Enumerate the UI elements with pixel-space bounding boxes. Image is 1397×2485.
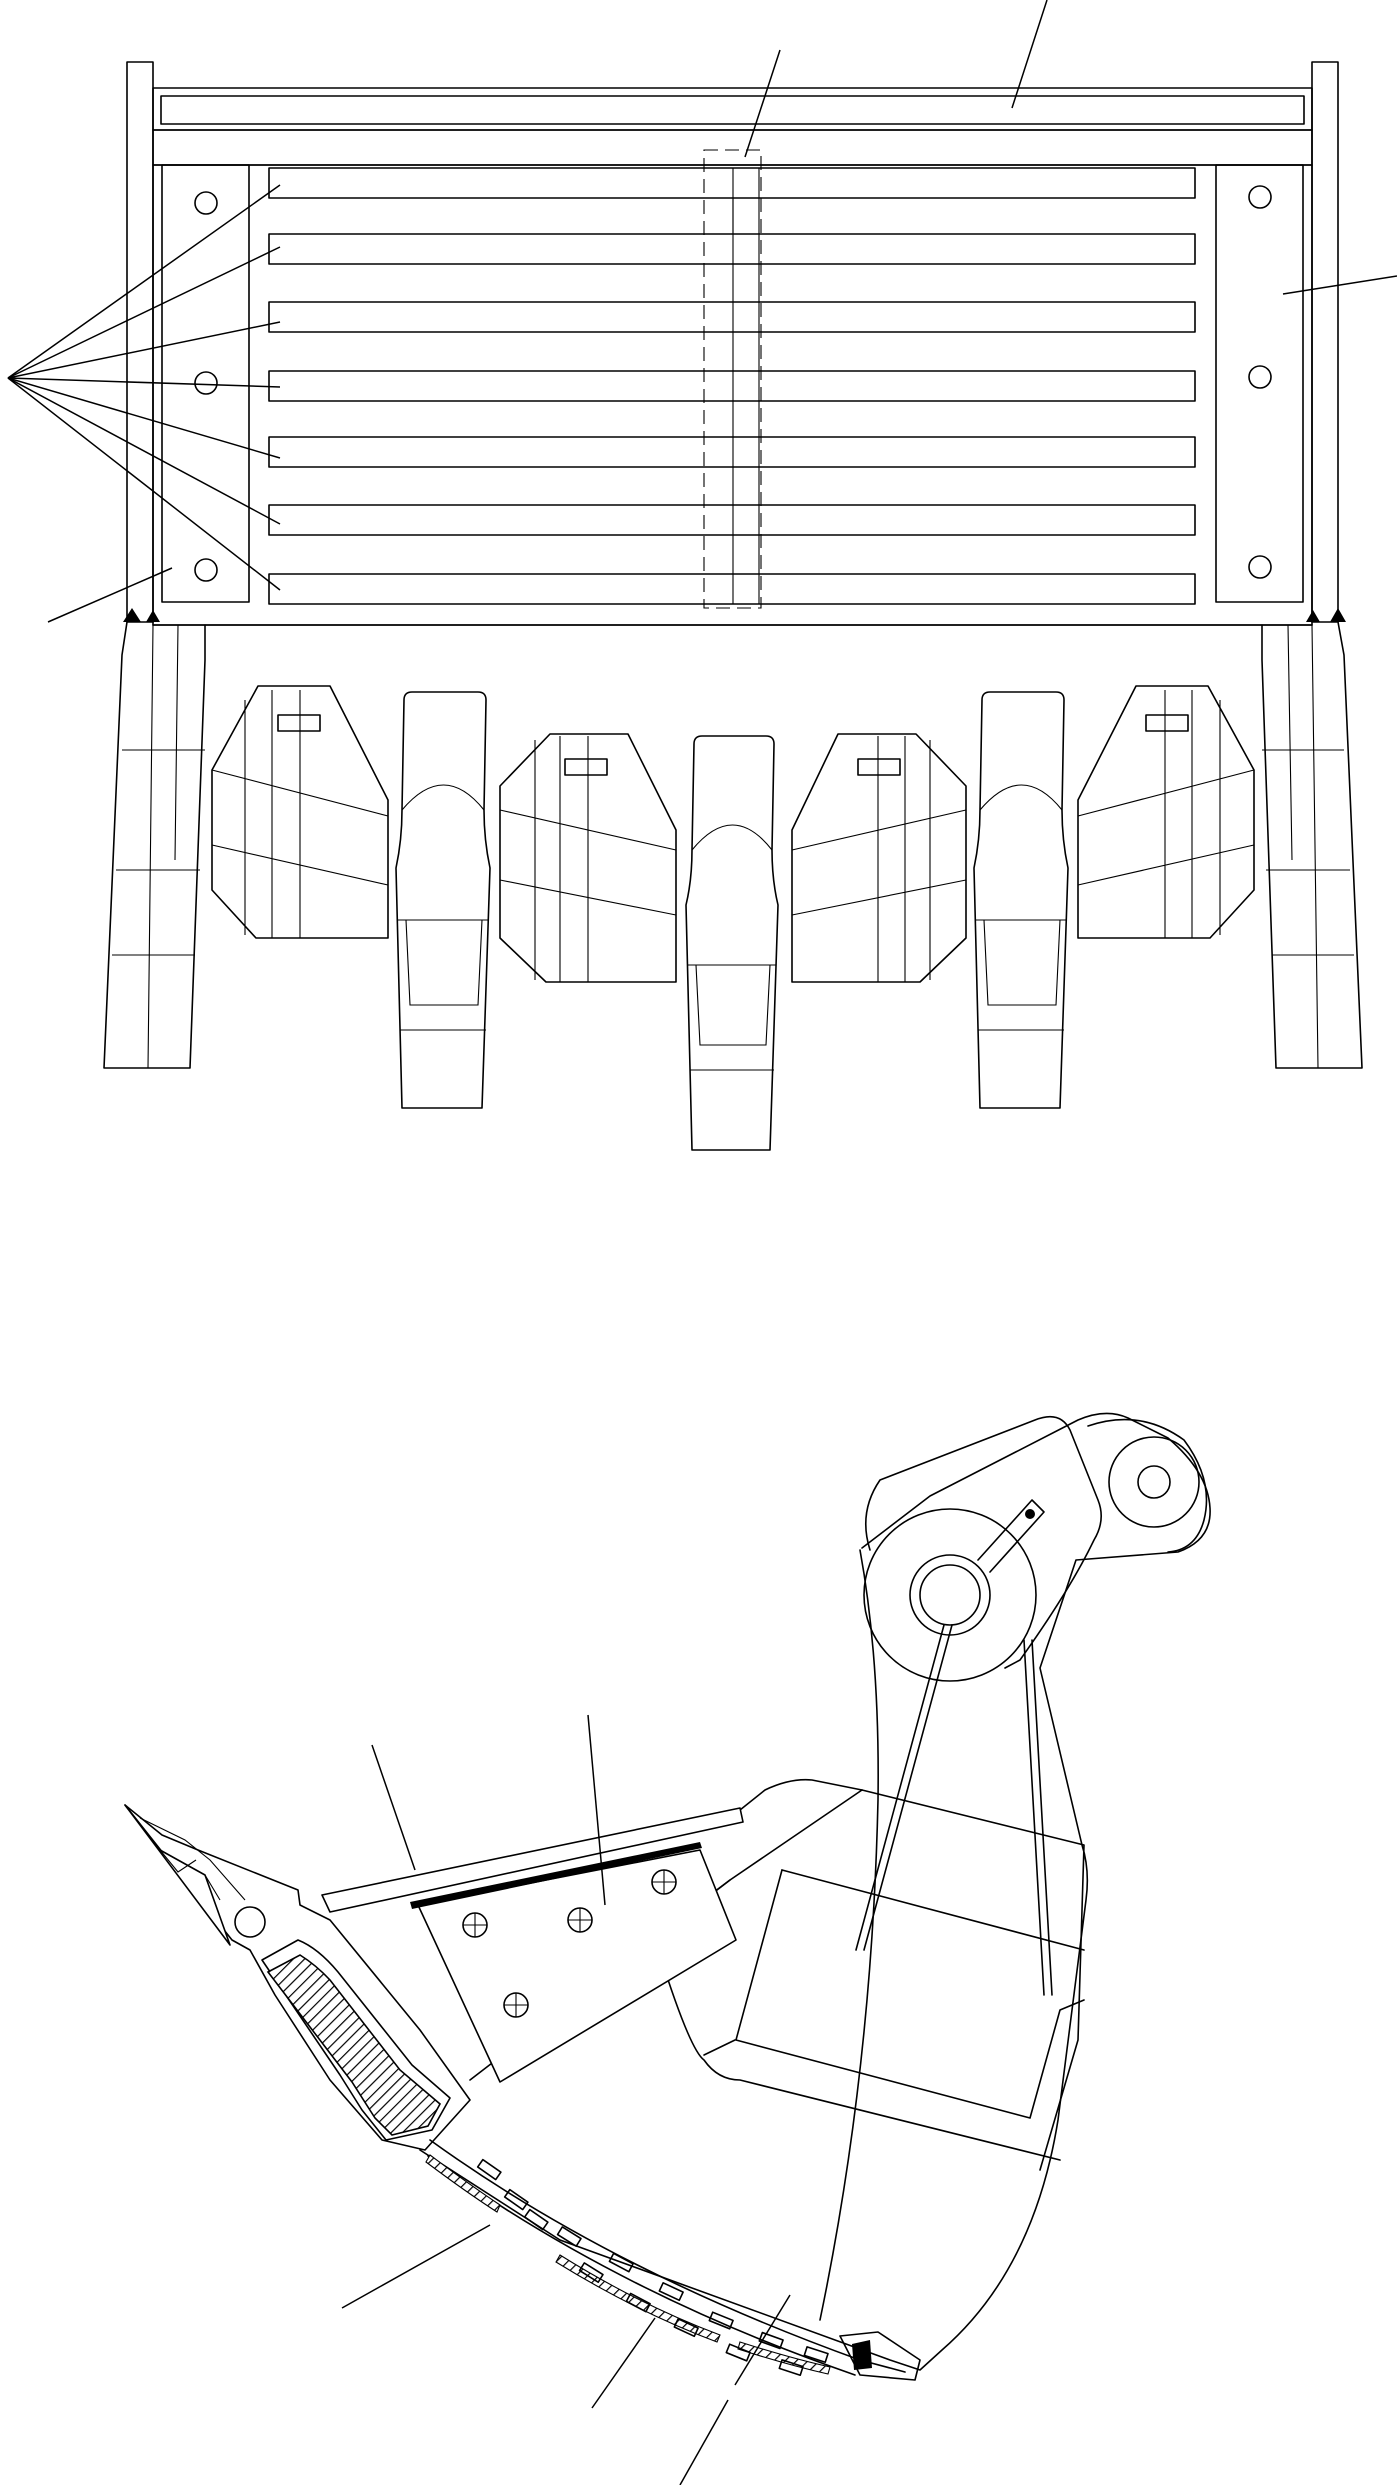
tooth-point-lines (139, 1817, 246, 1901)
back-wall-box (735, 1869, 1085, 2119)
bolt-hole (1248, 555, 1272, 579)
teeth (395, 691, 1069, 1151)
right-side-cutter (1261, 621, 1363, 1069)
adapters (211, 685, 1255, 983)
bolt-hole (194, 191, 218, 215)
bucket-front-view (7, 0, 1397, 1151)
arm-top (739, 1778, 863, 1811)
left-side-post (126, 61, 154, 623)
strut (863, 1624, 953, 1951)
adapter (1077, 685, 1255, 939)
center-splice-hidden (703, 149, 762, 609)
wear-strip-hatch (555, 2254, 721, 2343)
bolt-hole (1248, 185, 1272, 209)
liner-bar (268, 504, 1196, 536)
weld-marks (123, 608, 1346, 622)
liner-bar (268, 436, 1196, 468)
adapter-pin (857, 758, 901, 776)
side-cutter-plate (417, 1849, 737, 2083)
lip-section-hatch (266, 1954, 442, 2136)
left-cutter-lines (112, 624, 205, 1069)
lug-pin-hole (1137, 1465, 1171, 1499)
weld-bead (410, 1842, 702, 1909)
bottom-wear-plate (429, 2139, 906, 2373)
grease-line (977, 1499, 1045, 1573)
strut (1031, 1639, 1053, 1996)
pin-hole (919, 1564, 981, 1626)
right-side-post (1311, 61, 1339, 623)
liner-bars (268, 167, 1196, 605)
lug-boss (1108, 1436, 1200, 1528)
liner-bar (268, 301, 1196, 333)
adapter-pin (564, 758, 608, 776)
adapter-lines (791, 736, 967, 982)
tooth-point (395, 691, 491, 1109)
tooth-pin (234, 1906, 266, 1938)
adapter (499, 733, 677, 983)
right-cutter-lines (1262, 624, 1354, 1069)
bucket-side-view (124, 1412, 1211, 2485)
tooth-point (685, 735, 779, 1151)
bolt-cross (652, 1870, 676, 1894)
tooth-details (398, 784, 488, 1031)
grease-fitting (1025, 1509, 1035, 1519)
lug-plate (1087, 1418, 1208, 1553)
floor-line (659, 1954, 1061, 2161)
arm-bracket (864, 1415, 1102, 1669)
wear-buttons (476, 2158, 829, 2377)
right-side-plate (1215, 164, 1304, 603)
strut (1023, 1639, 1045, 1996)
bolt-hole (194, 371, 218, 395)
heel-block (852, 2340, 872, 2370)
back-wall (861, 1789, 1085, 2171)
bucket-shell (419, 1412, 1211, 2371)
side-view-leaders (341, 1714, 791, 2485)
center-joints (732, 168, 760, 604)
pin-boss-outer (863, 1508, 1037, 1682)
top-edge-guard (321, 1807, 744, 1913)
liner-bar (268, 573, 1196, 605)
wear-strip-hatch (425, 2154, 501, 2213)
liner-bar (268, 233, 1196, 265)
back-wall-rib (781, 1869, 1085, 1951)
front-view-leaders (7, 0, 1397, 623)
pin-boss-ring (909, 1554, 991, 1636)
adapter (211, 685, 389, 939)
liner-bar (268, 167, 1196, 199)
left-side-cutter (103, 621, 206, 1069)
adapter (791, 733, 967, 983)
wear-strip-hatch (737, 2341, 831, 2375)
strut (855, 1624, 945, 1951)
adapter-lines (1077, 690, 1255, 938)
tooth-point (973, 691, 1069, 1109)
top-beam-inner (160, 95, 1305, 125)
cross-member (152, 129, 1313, 166)
bolt-cross (568, 1908, 592, 1932)
bolt-hole (1248, 365, 1272, 389)
bolt-cross (504, 1993, 528, 2017)
box-corner (703, 2039, 736, 2056)
bottom-wear-plate-outer (427, 2155, 856, 2376)
tooth-details (688, 824, 776, 1071)
liner-bar (268, 370, 1196, 402)
bolt-cross (463, 1913, 487, 1937)
adapter-pin (1145, 714, 1189, 732)
adapter-pin (277, 714, 321, 732)
adapter-lines (499, 736, 677, 982)
shell-inner-line (819, 1549, 879, 2321)
tooth-details (976, 784, 1066, 1031)
lip-shroud (261, 1939, 451, 2141)
adapter-lines (211, 690, 389, 938)
bolt-hole (194, 558, 218, 582)
